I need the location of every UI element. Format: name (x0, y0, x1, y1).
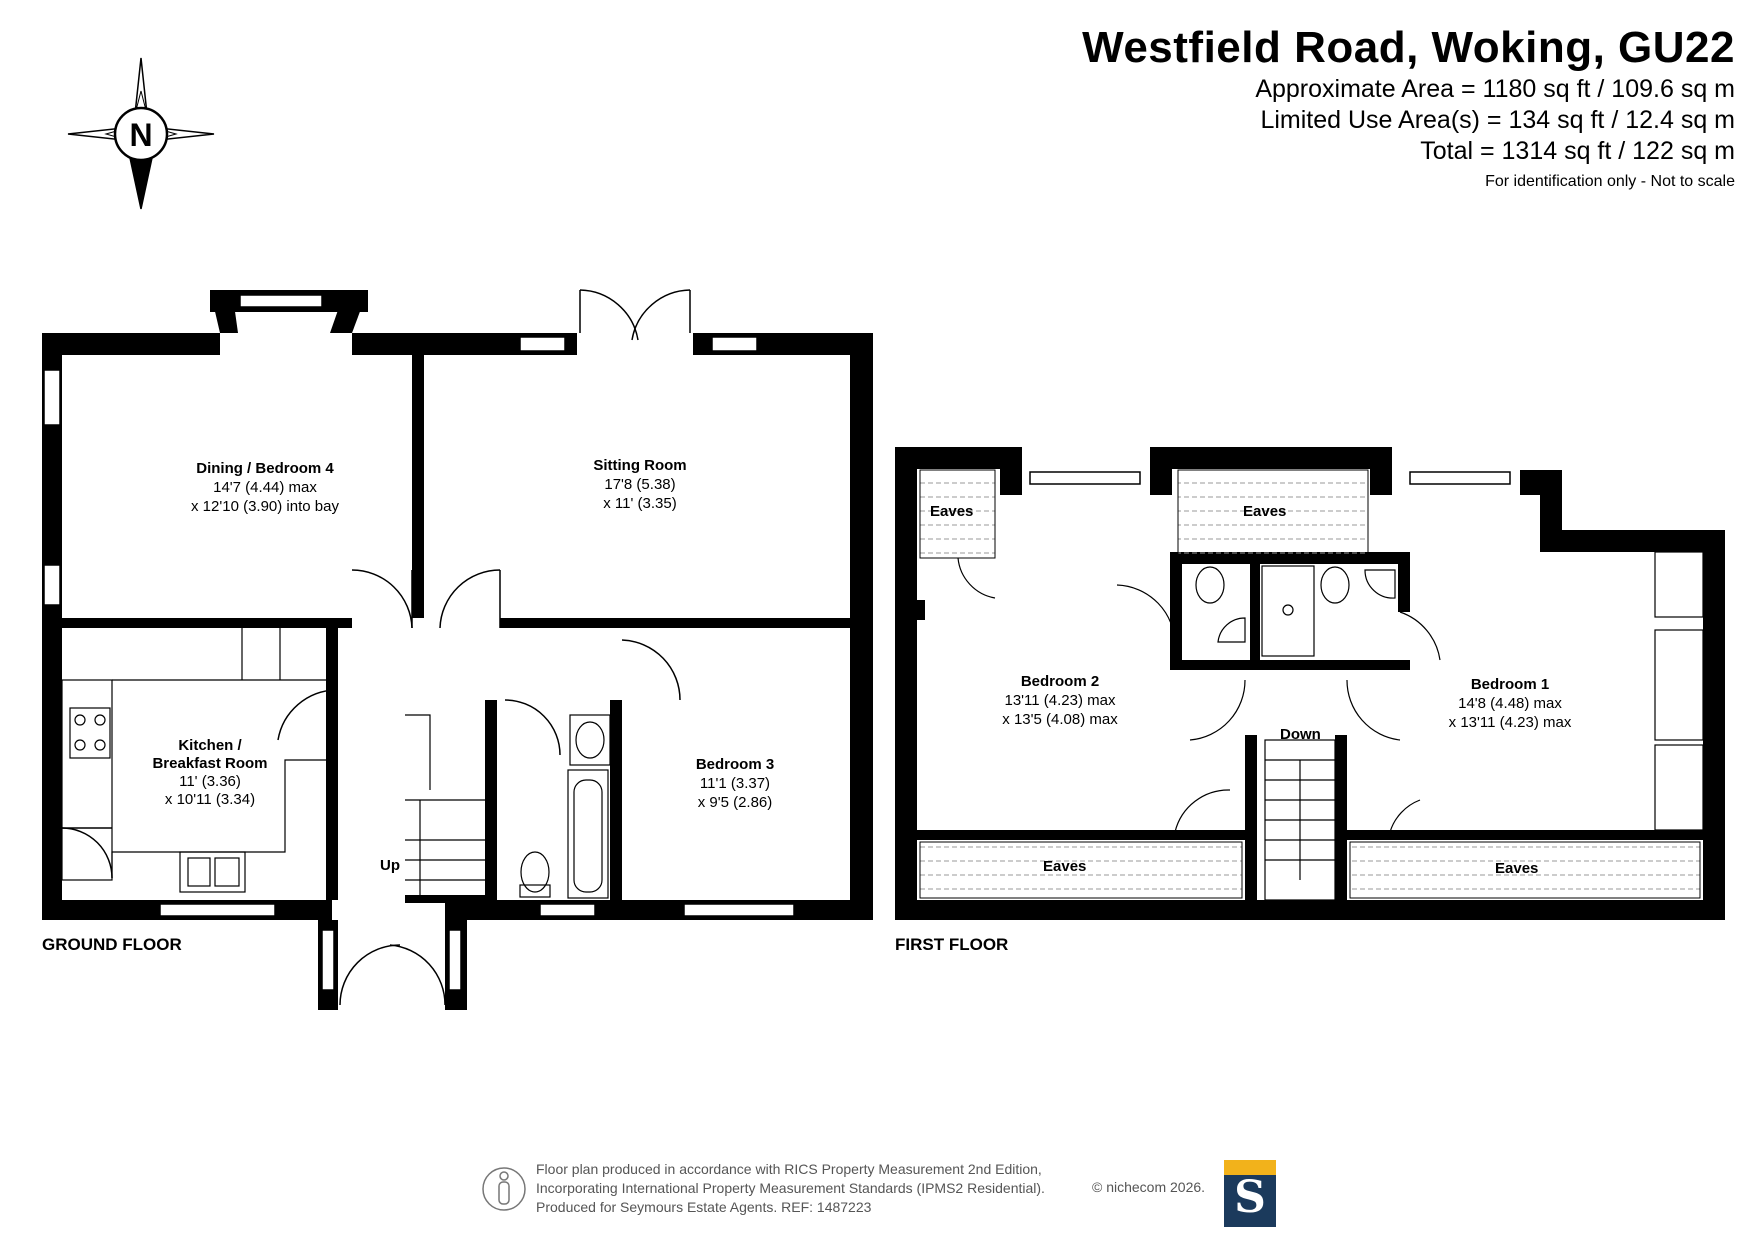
room-dimension: x 13'5 (4.08) max (1002, 711, 1118, 728)
room-dimension: x 10'11 (3.34) (164, 791, 256, 808)
room-name: Bedroom 1 (1470, 676, 1550, 693)
eaves-label: Eaves (1243, 503, 1287, 520)
ground-floor-fixtures (61, 628, 611, 899)
ground-floor-windows (43, 294, 795, 991)
seymours-logo: S (1224, 1160, 1276, 1227)
ground-floor-walls (42, 290, 873, 1010)
eaves-label: Eaves (930, 503, 974, 520)
room-dimension: x 9'5 (2.86) (697, 794, 773, 811)
room-bedroom-1: Bedroom 1 14'8 (4.48) max x 13'11 (4.23)… (1410, 675, 1610, 732)
first-floor-windows (1029, 471, 1511, 485)
room-name: Dining / Bedroom 4 (196, 460, 334, 477)
identification-note: For identification only - Not to scale (1485, 173, 1735, 190)
eaves-label: Eaves (1495, 860, 1539, 877)
room-dimension: x 12'10 (3.90) into bay (191, 498, 339, 515)
room-dimension: 14'7 (4.44) max (213, 479, 317, 496)
eaves-areas (919, 469, 1701, 899)
footer-notes: Floor plan produced in accordance with R… (536, 1160, 1045, 1217)
room-dimension: x 11' (3.35) (603, 495, 677, 512)
room-dining-bedroom-4: Dining / Bedroom 4 14'7 (4.44) max x 12'… (130, 459, 400, 516)
first-floor-walls (895, 447, 1725, 920)
room-name: Kitchen / (178, 737, 242, 754)
footer-line: Floor plan produced in accordance with R… (536, 1161, 1042, 1177)
eaves-label: Eaves (1043, 858, 1087, 875)
stairs-down-label: Down (1280, 726, 1321, 743)
room-name: Bedroom 3 (695, 756, 775, 773)
compass-north-label: N (129, 117, 152, 153)
plan-header: Westfield Road, Woking, GU22 Approximate… (1082, 22, 1735, 195)
room-dimension: 11'1 (3.37) (699, 775, 771, 792)
room-bedroom-3: Bedroom 3 11'1 (3.37) x 9'5 (2.86) (640, 755, 830, 812)
limited-use-area: Limited Use Area(s) = 134 sq ft / 12.4 s… (1260, 106, 1735, 134)
ground-floor-label: GROUND FLOOR (42, 935, 182, 954)
room-name: Sitting Room (593, 457, 687, 474)
room-sitting-room: Sitting Room 17'8 (5.38) x 11' (3.35) (530, 456, 750, 513)
room-dimension: 13'11 (4.23) max (1004, 692, 1116, 709)
property-title: Westfield Road, Woking, GU22 (1082, 23, 1735, 72)
copyright-notice: © nichecom 2026. (1092, 1179, 1206, 1195)
compass-icon: N (67, 57, 215, 210)
logo-letter: S (1234, 1172, 1266, 1223)
footer-line: Incorporating International Property Mea… (536, 1180, 1045, 1196)
room-name: Bedroom 2 (1020, 673, 1100, 690)
room-kitchen-breakfast: Kitchen / Breakfast Room 11' (3.36) x 10… (115, 737, 305, 809)
footer-line: Produced for Seymours Estate Agents. REF… (536, 1199, 872, 1215)
person-icon (482, 1167, 526, 1211)
room-dimension: x 13'11 (4.23) max (1448, 714, 1572, 731)
total-area: Total = 1314 sq ft / 122 sq m (1420, 137, 1735, 165)
stairs-up-label: Up (380, 857, 400, 874)
room-name: Breakfast Room (152, 755, 268, 772)
room-dimension: 14'8 (4.48) max (1458, 695, 1562, 712)
approximate-area: Approximate Area = 1180 sq ft / 109.6 sq… (1255, 75, 1735, 103)
room-dimension: 17'8 (5.38) (604, 476, 676, 493)
ground-floor-doors (61, 289, 691, 1006)
first-floor-label: FIRST FLOOR (895, 935, 1009, 954)
room-bedroom-2: Bedroom 2 13'11 (4.23) max x 13'5 (4.08)… (960, 672, 1160, 729)
room-dimension: 11' (3.36) (179, 773, 241, 790)
first-floor-fixtures (957, 551, 1704, 901)
plan-footer: Floor plan produced in accordance with R… (482, 1160, 1282, 1240)
